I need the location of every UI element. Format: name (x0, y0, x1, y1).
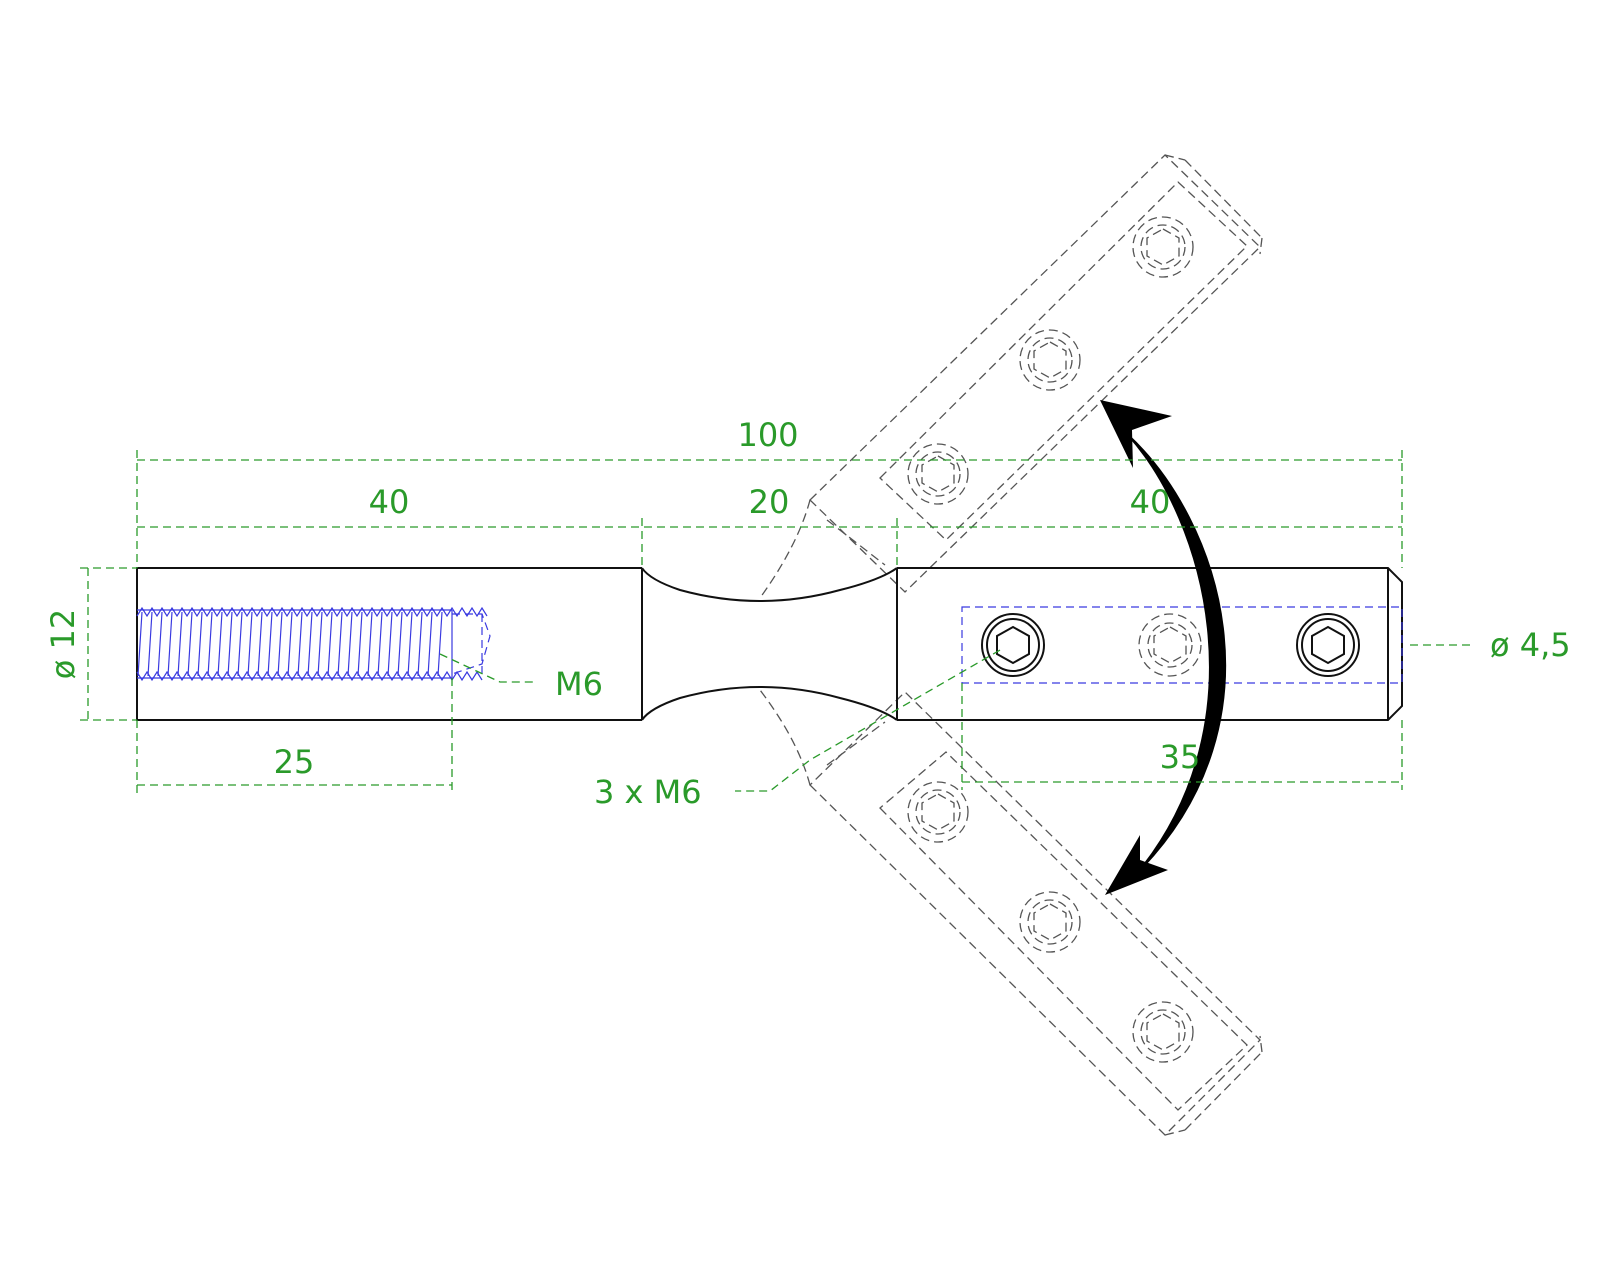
thread-slant-line (317, 611, 323, 677)
thread-slant-line (167, 611, 173, 677)
thread-slant-line (327, 611, 333, 677)
thread-slant-line (407, 611, 413, 677)
hex-socket-screw-icon (981, 613, 1045, 677)
thread-slant-line (157, 611, 163, 677)
thread-slant-line (387, 611, 393, 677)
hex-socket-screw-right (1296, 613, 1360, 677)
phantom-upper-screw-1 (1132, 216, 1194, 278)
phantom-lower-screw-1 (907, 781, 969, 843)
thread-slant-line (257, 611, 263, 677)
thread-slant-line (217, 611, 223, 677)
dim-right-section: 40 (1130, 483, 1171, 521)
thread-slant-line (247, 611, 253, 677)
thread-slant-line (367, 611, 373, 677)
thread-slant-line (287, 611, 293, 677)
thread-slant-line (377, 611, 383, 677)
thread-slant-line (177, 611, 183, 677)
dimension-lines (80, 450, 1470, 795)
dim-thread-depth: 25 (274, 743, 315, 781)
thread-callout: M6 (555, 665, 603, 703)
dim-slot-length: 35 (1160, 738, 1201, 776)
thread-slant-line (197, 611, 203, 677)
thread-slant-line (347, 611, 353, 677)
thread-slant-line (427, 611, 433, 677)
thread-slant-line (337, 611, 343, 677)
thread-slant-line (147, 611, 153, 677)
hidden-screw-middle (1138, 613, 1202, 677)
thread-slant-line (187, 611, 193, 677)
thread-slant-line (237, 611, 243, 677)
phantom-upper-arm (759, 154, 1263, 599)
thread-slant-line (397, 611, 403, 677)
phantom-lower-screw-3 (1132, 1001, 1194, 1063)
dim-middle-section: 20 (749, 483, 790, 521)
phantom-lower-arm (759, 689, 1263, 1136)
thread-slant-line (357, 611, 363, 677)
thread-slant-line (207, 611, 213, 677)
dim-left-section: 40 (369, 483, 410, 521)
dim-overall-length: 100 (737, 416, 798, 454)
bore-hidden-line (961, 606, 1403, 684)
thread-slant-line (297, 611, 303, 677)
internal-thread (136, 606, 491, 682)
thread-slant-line (137, 611, 143, 677)
thread-slant-line (267, 611, 273, 677)
dim-hole-diameter: ø 4,5 (1490, 626, 1571, 664)
rotation-arrow-icon (1100, 400, 1227, 895)
phantom-upper-screw-3 (907, 443, 969, 505)
dim-diameter: ø 12 (44, 609, 82, 679)
phantom-lower-screw-2 (1019, 891, 1081, 953)
thread-slant-line (277, 611, 283, 677)
thread-slant-line (307, 611, 313, 677)
thread-slant-line (417, 611, 423, 677)
thread-slant-line (437, 611, 443, 677)
thread-slant-line (227, 611, 233, 677)
phantom-upper-screw-2 (1019, 329, 1081, 391)
bolt-callout: 3 x M6 (594, 773, 702, 811)
hinge-part-outline (136, 567, 1403, 721)
